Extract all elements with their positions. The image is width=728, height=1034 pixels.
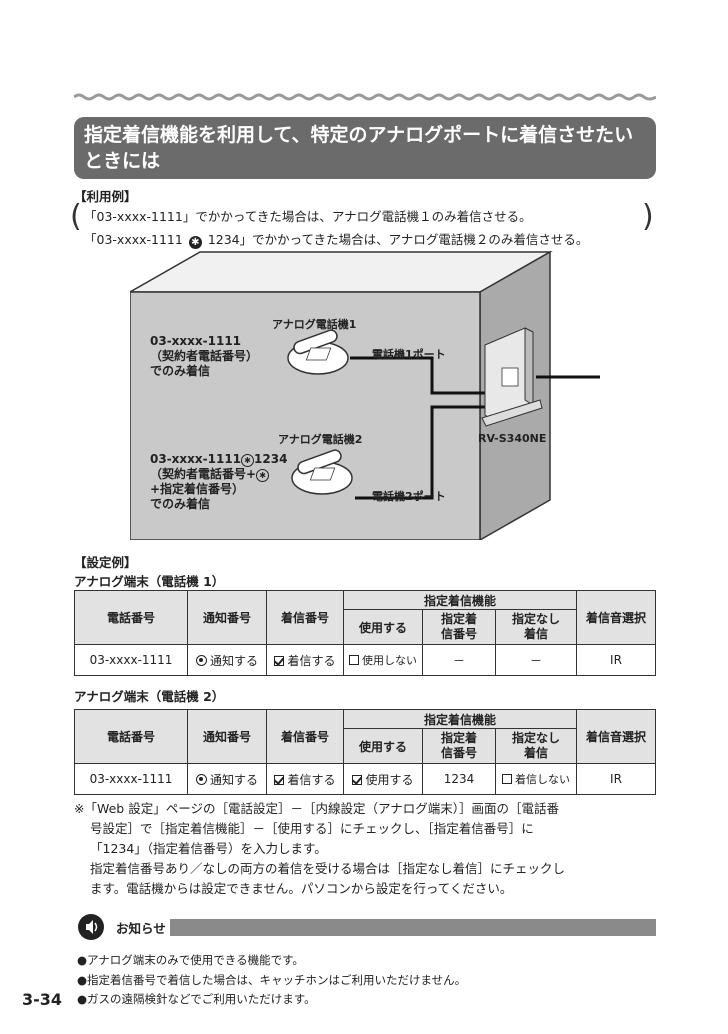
th-notify-number: 通知番号 [187, 590, 267, 645]
radio-icon[interactable] [195, 773, 207, 785]
th-incoming-number: 着信番号 [266, 709, 344, 764]
speaker-icon [78, 914, 104, 940]
cell-notify: 通知する [187, 763, 267, 795]
notice-item-1: ●アナログ端末のみで使用できる機能です。 [77, 953, 304, 967]
th-incoming-number: 着信番号 [266, 590, 344, 645]
checkbox-unchecked-icon[interactable] [349, 655, 359, 665]
bracket-right: ) [642, 199, 654, 234]
port1-label: 電話機1ポート [372, 348, 446, 361]
phone2-desc2: +指定着信番号） [150, 482, 245, 496]
device-label: RV-S340NE [478, 432, 547, 445]
phone1-label: アナログ電話機1 [272, 318, 357, 331]
note-line-5: ます。電話機からは設定できません。パソコンから設定を行ってください。 [90, 881, 513, 896]
settings-heading: 【設定例】 [74, 555, 137, 570]
cell-ringtone: IR [576, 763, 656, 795]
page-title: 指定着信機能を利用して、特定のアナログポートに着信させたいときには [74, 117, 656, 179]
cell-phone-number: 03-xxxx-1111 [74, 644, 188, 676]
usage-line-2-pre: 「03-xxxx-1111 [84, 232, 183, 247]
settings-table-1: 電話番号 通知番号 着信番号 指定着信機能 着信音選択 使用する 指定着 信番号… [74, 590, 656, 676]
notify-label: 通知する [209, 772, 258, 787]
cell-phone-number: 03-xxxx-1111 [74, 763, 188, 795]
asterisk-circle-icon: ✱ [188, 236, 202, 249]
th-phone-number: 電話番号 [74, 709, 188, 764]
checkbox-unchecked-icon[interactable] [502, 774, 512, 784]
th-designated: 指定着信機能 [343, 590, 577, 610]
phone1-desc2: でのみ着信 [150, 364, 211, 378]
notice-heading: お知らせ [116, 921, 166, 936]
table2-caption: アナログ端末（電話機 2） [74, 689, 225, 704]
settings-note: ※「Web 設定」ページの［電話設定］－［内線設定（アナログ端末）］画面の［電話… [74, 799, 664, 899]
phone-2-graphic [291, 449, 353, 495]
asterisk-circle-icon: ✱ [256, 469, 270, 482]
th-designated-number: 指定着 信番号 [422, 609, 496, 645]
phone1-number: 03-xxxx-1111 [150, 334, 242, 348]
cell-notify: 通知する [187, 644, 267, 676]
cell-designated-number: － [422, 644, 496, 676]
settings-table-2: 電話番号 通知番号 着信番号 指定着信機能 着信音選択 使用する 指定着 信番号… [74, 709, 656, 795]
th-designated: 指定着信機能 [343, 709, 577, 729]
th-notify-number: 通知番号 [187, 709, 267, 764]
cell-incoming: 着信する [266, 763, 344, 795]
th-no-designation: 指定なし 着信 [495, 609, 577, 645]
th-no-designation: 指定なし 着信 [495, 728, 577, 764]
note-line-1: ※「Web 設定」ページの［電話設定］－［内線設定（アナログ端末）］画面の［電話… [74, 801, 559, 816]
th-use: 使用する [343, 609, 423, 645]
cell-use: 使用しない [343, 644, 423, 676]
usage-heading: 【利用例】 [74, 189, 137, 204]
cell-no-designation: － [495, 644, 577, 676]
radio-icon[interactable] [195, 654, 207, 666]
use-label: 使用しない [362, 654, 417, 667]
bracket-left: ( [70, 199, 82, 234]
notice-item-3: ●ガスの遠隔検針などでご利用いただけます。 [77, 992, 316, 1006]
notice-bar [170, 919, 656, 936]
cell-incoming: 着信する [266, 644, 344, 676]
usage-line-1: 「03-xxxx-1111」でかかってきた場合は、アナログ電話機１のみ着信させる… [84, 209, 532, 224]
usage-line-2-post: 1234」でかかってきた場合は、アナログ電話機２のみ着信させる。 [207, 232, 589, 247]
cell-designated-number: 1234 [422, 763, 496, 795]
usage-line-2: 「03-xxxx-1111 ✱ 1234」でかかってきた場合は、アナログ電話機２… [84, 229, 588, 249]
phone2-desc1: （契約者電話番号+ [150, 467, 257, 481]
no-designation-label: 着信しない [515, 773, 570, 786]
use-label: 使用する [365, 772, 414, 787]
table1-caption: アナログ端末（電話機 1） [74, 574, 225, 589]
checkbox-checked-icon[interactable] [274, 655, 285, 666]
th-use: 使用する [343, 728, 423, 764]
router-device [481, 327, 543, 427]
table-row: 03-xxxx-1111 通知する 着信する 使用する 1234 着信しない I… [74, 763, 656, 795]
th-ringtone: 着信音選択 [576, 709, 656, 764]
note-line-3: 「1234」（指定着信番号）を入力します。 [90, 841, 327, 856]
th-ringtone: 着信音選択 [576, 590, 656, 645]
phone2-label: アナログ電話機2 [278, 433, 363, 446]
cell-ringtone: IR [576, 644, 656, 676]
phone2-number-line: 03-xxxx-1111✱1234 [150, 452, 287, 467]
notice-item-2: ●指定着信番号で着信した場合は、キャッチホンはご利用いただけません。 [77, 973, 467, 987]
table-row: 03-xxxx-1111 通知する 着信する 使用しない － － IR [74, 644, 656, 676]
note-line-2: 号設定］で［指定着信機能］－［使用する］にチェックし、［指定着信番号］に [90, 821, 534, 836]
cell-no-designation: 着信しない [495, 763, 577, 795]
phone1-caption: 03-xxxx-1111 （契約者電話番号） でのみ着信 [150, 334, 258, 379]
th-designated-number: 指定着 信番号 [422, 728, 496, 764]
network-diagram [130, 250, 600, 540]
checkbox-checked-icon[interactable] [274, 774, 285, 785]
incoming-label: 着信する [287, 772, 336, 787]
note-line-4: 指定着信番号あり／なしの両方の着信を受ける場合は［指定なし着信］にチェックし [90, 861, 566, 876]
phone-1-graphic [287, 329, 349, 375]
checkbox-checked-icon[interactable] [352, 774, 363, 785]
incoming-label: 着信する [287, 653, 336, 668]
phone2-desc3: でのみ着信 [150, 497, 211, 511]
cell-use: 使用する [343, 763, 423, 795]
asterisk-circle-icon: ✱ [241, 454, 255, 467]
phone2-number-post: 1234 [254, 452, 288, 466]
port2-label: 電話機2ポート [372, 490, 446, 503]
wave-divider [74, 93, 656, 101]
phone2-caption: 03-xxxx-1111✱1234 （契約者電話番号+✱ +指定着信番号） での… [150, 452, 287, 512]
notify-label: 通知する [209, 653, 258, 668]
page-number: 3-34 [22, 990, 63, 1009]
th-phone-number: 電話番号 [74, 590, 188, 645]
phone1-desc1: （契約者電話番号） [150, 349, 259, 363]
phone2-desc1-line: （契約者電話番号+✱ [150, 467, 287, 482]
phone2-number-pre: 03-xxxx-1111 [150, 452, 242, 466]
